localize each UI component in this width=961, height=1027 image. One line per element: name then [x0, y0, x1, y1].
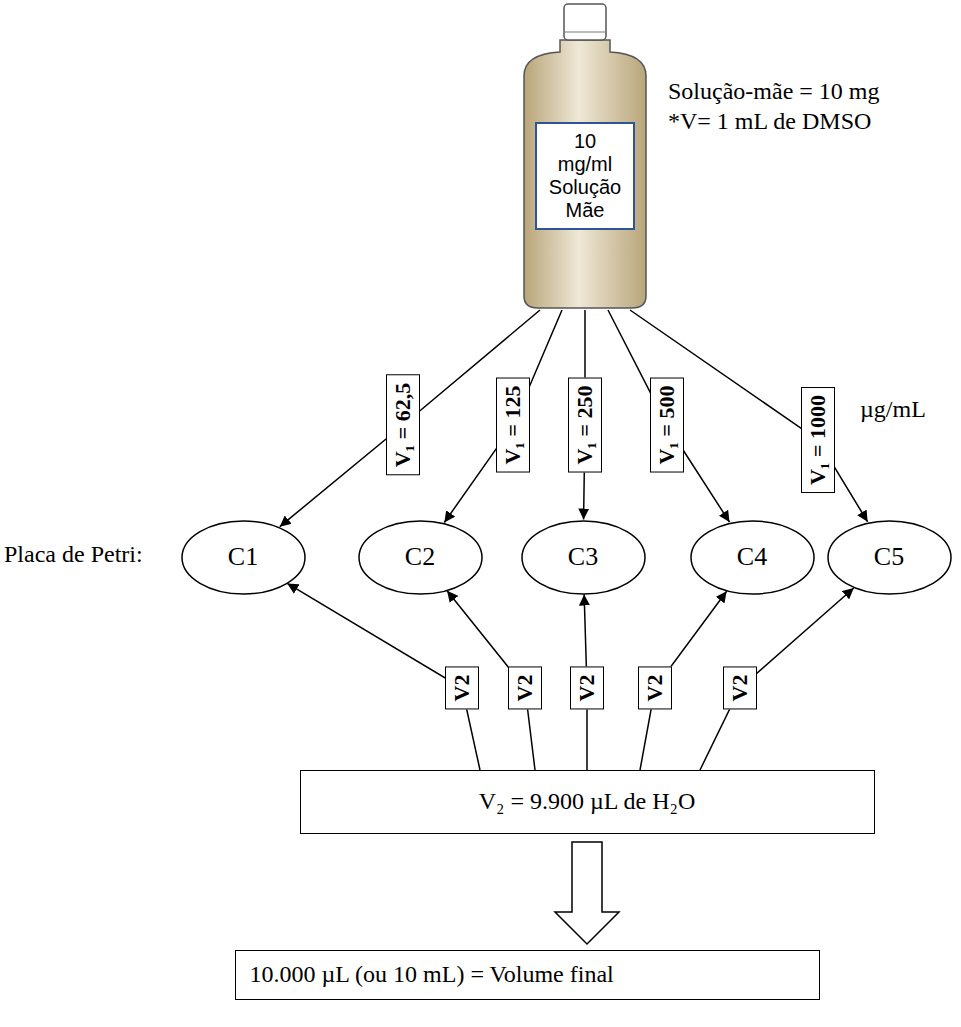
petri-dish: C3	[521, 520, 646, 595]
dish-outline	[181, 520, 306, 595]
water-volume-tag: V2	[570, 667, 604, 710]
connector-group	[280, 310, 868, 944]
stock-volume-tag: V₁ = 62,5	[386, 375, 420, 476]
stock-bottle: 10 mg/ml Solução Mãe	[520, 2, 650, 310]
stock-volume-tag: V₁ = 250	[568, 377, 602, 472]
transfer-arrow	[287, 583, 480, 770]
dish-outline	[690, 520, 815, 595]
final-volume-box: 10.000 µL (ou 10 mL) = Volume final	[235, 950, 820, 1000]
bottle-body	[524, 40, 646, 308]
transfer-arrow	[280, 310, 540, 527]
transfer-arrow	[608, 310, 729, 522]
dish-outline	[827, 520, 952, 595]
transfer-arrow	[584, 594, 587, 770]
transfer-arrow	[630, 310, 868, 522]
transfer-arrow	[447, 591, 535, 770]
petri-dish: C4	[690, 520, 815, 595]
transfer-arrow	[584, 310, 585, 520]
unit-label: µg/mL	[860, 396, 926, 423]
water-volume-tag: V2	[638, 667, 672, 710]
dish-ellipse	[522, 521, 645, 594]
water-volume-tag: V2	[723, 667, 757, 710]
dish-name: C3	[568, 542, 598, 572]
plate-label: Placa de Petri:	[4, 541, 143, 568]
volume-text: 10.000 µL (ou 10 mL) = Volume final	[250, 961, 614, 989]
petri-dish: C1	[181, 520, 306, 595]
water-volume-tag: V2	[445, 667, 479, 710]
petri-dish: C2	[358, 520, 483, 595]
block-arrow	[555, 842, 619, 944]
transfer-arrow	[700, 588, 854, 770]
stock-note: Solução-mãe = 10 mg	[668, 78, 880, 105]
petri-dish: C5	[827, 520, 952, 595]
dish-name: C5	[874, 542, 904, 572]
bottle-label: 10 mg/ml Solução Mãe	[535, 122, 635, 230]
transfer-arrow	[444, 310, 562, 522]
water-volume-box: V₂ = 9.900 µL de H₂O	[300, 770, 875, 834]
dish-name: C1	[228, 542, 258, 572]
dish-ellipse	[828, 521, 951, 594]
volume-note: *V= 1 mL de DMSO	[668, 108, 871, 135]
dish-ellipse	[182, 521, 305, 594]
volume-text: V₂ = 9.900 µL de H₂O	[479, 788, 696, 816]
bottle-outline	[520, 2, 650, 310]
dish-outline	[521, 520, 646, 595]
dish-ellipse	[359, 521, 482, 594]
bottle-cap	[564, 4, 606, 40]
dish-name: C4	[737, 542, 767, 572]
cap-rim	[564, 32, 606, 33]
stock-volume-tag: V₁ = 1000	[801, 387, 835, 493]
water-volume-tag: V2	[508, 667, 542, 710]
dish-ellipse	[691, 521, 814, 594]
dish-name: C2	[405, 542, 435, 572]
stock-volume-tag: V₁ = 500	[650, 377, 684, 472]
stock-volume-tag: V₁ = 125	[496, 377, 530, 472]
dish-outline	[358, 520, 483, 595]
